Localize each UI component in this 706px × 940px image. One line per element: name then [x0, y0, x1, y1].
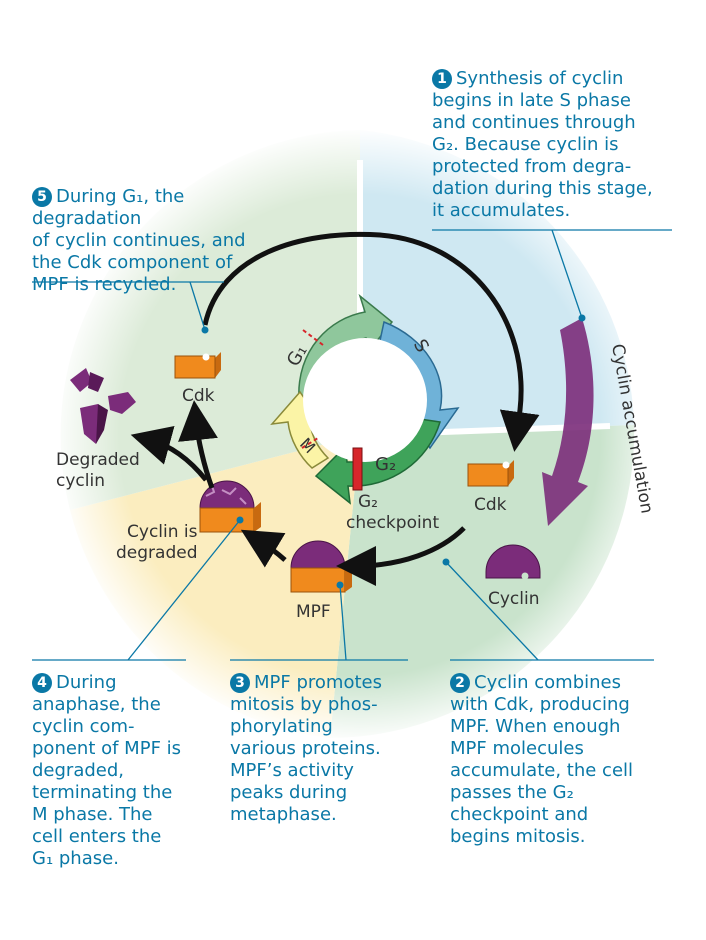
callout-5-line-2: of cyclin continues, and: [32, 230, 246, 251]
callout-4-text-1: During: [56, 672, 117, 693]
step-5-badge: 5: [32, 187, 52, 207]
degraded-cyclin-line-1: Degraded: [56, 450, 140, 470]
callout-3-line-7: metaphase.: [230, 804, 337, 825]
callout-4-line-8: cell enters the: [32, 826, 162, 847]
degrading-mpf: [199, 480, 261, 533]
callout-3-text-1: MPF promotes: [254, 672, 382, 693]
callout-2-line-5: accumulate, the cell: [450, 760, 634, 781]
callout-2-line-2: with Cdk, producing: [450, 694, 630, 715]
recycle-arrow: [202, 231, 540, 452]
g2-checkpoint-line-1: G₂: [358, 492, 378, 512]
callout-2-line-8: begins mitosis.: [450, 826, 586, 847]
cyclin-is-degraded-line-2: degraded: [116, 543, 198, 563]
callout-1-line-6: dation during this stage,: [432, 178, 653, 199]
g2-checkpoint-label: G₂ checkpoint: [346, 492, 439, 534]
callout-5-text-1: During G₁, the degradation: [32, 186, 185, 229]
degraded-cyclin-label: Degraded cyclin: [56, 450, 140, 492]
callout-2-line-6: passes the G₂: [450, 782, 574, 803]
callout-1-text-1: Synthesis of cyclin: [456, 68, 624, 89]
callout-4-line-6: terminating the: [32, 782, 173, 803]
leader-lines: [32, 229, 672, 661]
callout-1-line-7: it accumulates.: [432, 200, 571, 221]
callout-4-line-3: cyclin com-: [32, 716, 135, 737]
degraded-cyclin-line-2: cyclin: [56, 471, 105, 491]
step-3-badge: 3: [230, 673, 250, 693]
callout-2-line-7: checkpoint and: [450, 804, 589, 825]
callout-4-line-9: G₁ phase.: [32, 848, 119, 869]
degraded-fragments: [70, 368, 136, 444]
callout-3-line-4: various proteins.: [230, 738, 381, 759]
cyclin-label: Cyclin: [488, 589, 540, 609]
cyclin-is-degraded-label: Cyclin is degraded: [116, 522, 198, 564]
cdk-right-label: Cdk: [474, 495, 507, 515]
step-4-badge: 4: [32, 673, 52, 693]
phase-g2-label: G₂: [375, 454, 396, 475]
callout-4-line-5: degraded,: [32, 760, 125, 781]
callout-2-text-1: Cyclin combines: [474, 672, 621, 693]
callout-5-line-3: the Cdk component of: [32, 252, 233, 273]
callout-1-line-3: and continues through: [432, 112, 636, 133]
callout-3-line-5: MPF’s activity: [230, 760, 354, 781]
callout-4-line-2: anaphase, the: [32, 694, 161, 715]
mpf-label: MPF: [296, 602, 331, 622]
cdk-top-label: Cdk: [182, 386, 215, 406]
callout-3-line-3: phorylating: [230, 716, 333, 737]
cyclin-shape: [485, 544, 541, 580]
cyclin-accumulation-arrow: [542, 318, 594, 526]
flow-arrows: [130, 400, 466, 586]
step-1-badge: 1: [432, 69, 452, 89]
callout-1-line-4: G₂. Because cyclin is: [432, 134, 619, 155]
cdk-top: [174, 352, 221, 379]
step-2-badge: 2: [450, 673, 470, 693]
callout-1-line-2: begins in late S phase: [432, 90, 631, 111]
callout-3-line-2: mitosis by phos-: [230, 694, 378, 715]
g2-checkpoint-line-2: checkpoint: [346, 513, 440, 533]
g2-checkpoint-bar: [352, 447, 363, 491]
callout-5-line-4: MPF is recycled.: [32, 274, 177, 295]
callout-2-line-3: MPF. When enough: [450, 716, 621, 737]
callout-4-line-7: M phase. The: [32, 804, 153, 825]
callout-3-line-6: peaks during: [230, 782, 348, 803]
cdk-right: [467, 460, 514, 487]
callout-4-line-4: ponent of MPF is: [32, 738, 182, 759]
phase-ring: G₁ S G₂ M: [270, 293, 460, 505]
callout-2-line-4: MPF molecules: [450, 738, 584, 759]
callout-1-line-5: protected from degra-: [432, 156, 632, 177]
cyclin-is-degraded-line-1: Cyclin is: [127, 522, 198, 542]
